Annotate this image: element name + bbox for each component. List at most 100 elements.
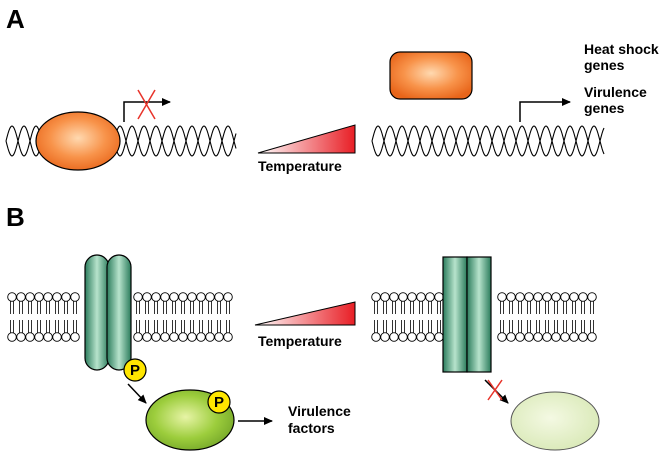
- lipid-head: [497, 332, 507, 342]
- block-cross-icon: [487, 379, 503, 401]
- lipid-head: [223, 332, 233, 342]
- temperature-gradient-wedge: [257, 124, 356, 154]
- lipid-head: [70, 292, 80, 302]
- lipid-head: [205, 292, 215, 302]
- lipid-head: [52, 332, 62, 342]
- lipid-head: [425, 292, 435, 302]
- heat-shock-genes-label: Heat shock genes: [584, 41, 663, 73]
- lipid-head: [7, 332, 17, 342]
- lipid-head: [133, 292, 143, 302]
- lipid-head: [61, 292, 71, 302]
- lipid-head: [16, 292, 26, 302]
- lipid-head: [187, 332, 197, 342]
- lipid-head: [551, 292, 561, 302]
- lipid-head: [61, 332, 71, 342]
- lipid-head: [371, 332, 381, 342]
- lipid-head: [25, 332, 35, 342]
- lipid-head: [380, 292, 390, 302]
- lipid-head: [506, 332, 516, 342]
- lipid-head: [533, 332, 543, 342]
- lipid-head: [560, 292, 570, 302]
- lipid-head: [7, 292, 17, 302]
- lipid-head: [407, 332, 417, 342]
- lipid-head: [389, 332, 399, 342]
- lipid-head: [151, 332, 161, 342]
- temperature-label: Temperature: [258, 158, 342, 174]
- lipid-head: [160, 332, 170, 342]
- membrane-bilayer-left: [7, 292, 233, 342]
- lipid-head: [587, 292, 597, 302]
- dna-strand: [371, 125, 605, 157]
- receptor-kinase-active: [84, 254, 132, 371]
- response-regulator-inactive: [510, 391, 600, 451]
- lipid-head: [578, 332, 588, 342]
- svg-text:P: P: [130, 362, 140, 379]
- phosphate-regulator: P: [207, 390, 231, 414]
- svg-text:P: P: [214, 394, 224, 411]
- virulence-genes-label: Virulence genes: [584, 84, 651, 116]
- temperature-label: Temperature: [258, 333, 342, 349]
- lipid-head: [560, 332, 570, 342]
- lipid-head: [43, 292, 53, 302]
- lipid-head: [524, 292, 534, 302]
- lipid-head: [542, 292, 552, 302]
- lipid-head: [533, 292, 543, 302]
- virulence-factors-label: Virulence factors: [288, 403, 355, 436]
- lipid-head: [160, 292, 170, 302]
- lipid-head: [434, 332, 444, 342]
- lipid-head: [169, 292, 179, 302]
- lipid-head: [43, 332, 53, 342]
- blocked-transcription-arrow: [123, 98, 171, 122]
- lipid-head: [34, 332, 44, 342]
- lipid-head: [515, 332, 525, 342]
- lipid-head: [52, 292, 62, 302]
- repressor-protein-bound: [35, 111, 121, 171]
- phosphate-receptor: P: [123, 358, 147, 382]
- lipid-head: [178, 332, 188, 342]
- lipid-head: [380, 332, 390, 342]
- lipid-head: [578, 292, 588, 302]
- repressor-protein-released: [389, 51, 473, 100]
- membrane-bilayer-right: [371, 292, 597, 342]
- lipid-head: [214, 292, 224, 302]
- phosphotransfer-arrow: [127, 383, 147, 404]
- lipid-head: [196, 292, 206, 302]
- lipid-head: [214, 332, 224, 342]
- receptor-kinase-inactive: [442, 256, 492, 373]
- lipid-head: [542, 332, 552, 342]
- lipid-head: [398, 292, 408, 302]
- lipid-head: [70, 332, 80, 342]
- lipid-head: [398, 332, 408, 342]
- lipid-head: [515, 292, 525, 302]
- lipid-head: [223, 292, 233, 302]
- lipid-head: [205, 332, 215, 342]
- lipid-head: [371, 292, 381, 302]
- temperature-gradient-wedge: [254, 301, 356, 326]
- lipid-head: [524, 332, 534, 342]
- lipid-head: [178, 292, 188, 302]
- lipid-head: [142, 332, 152, 342]
- lipid-head: [169, 332, 179, 342]
- lipid-head: [416, 292, 426, 302]
- lipid-head: [407, 292, 417, 302]
- lipid-head: [587, 332, 597, 342]
- lipid-head: [196, 332, 206, 342]
- lipid-head: [133, 332, 143, 342]
- lipid-head: [497, 292, 507, 302]
- transcription-arrow: [519, 98, 571, 122]
- lipid-head: [151, 292, 161, 302]
- lipid-head: [389, 292, 399, 302]
- lipid-head: [569, 292, 579, 302]
- lipid-head: [25, 292, 35, 302]
- lipid-head: [551, 332, 561, 342]
- panel-a-letter: A: [6, 4, 25, 34]
- lipid-head: [425, 332, 435, 342]
- lipid-head: [506, 292, 516, 302]
- lipid-head: [416, 332, 426, 342]
- lipid-head: [34, 292, 44, 302]
- lipid-head: [569, 332, 579, 342]
- dna-helix-active: [371, 125, 605, 157]
- dna-strand: [371, 125, 605, 157]
- lipid-head: [142, 292, 152, 302]
- lipid-head: [187, 292, 197, 302]
